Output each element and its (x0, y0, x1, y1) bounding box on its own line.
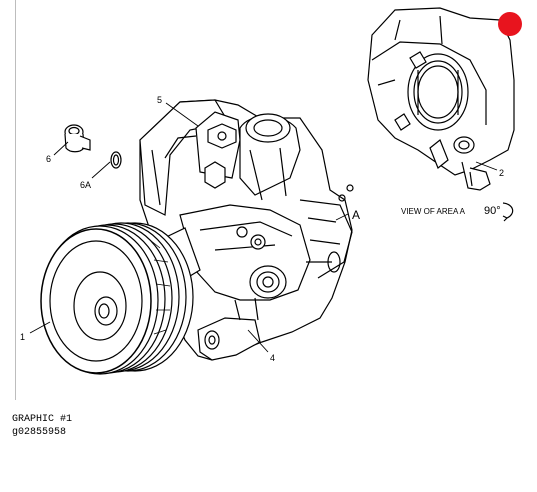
pump-assembly (40, 99, 354, 375)
lower-mount (197, 317, 261, 361)
rotation-label: 90° (484, 205, 501, 217)
callout-1: 1 (20, 332, 25, 342)
leader-5 (165, 102, 199, 127)
leader-area-a (335, 213, 349, 221)
graphic-id: g02855958 (12, 427, 67, 438)
detail-fitting (453, 136, 475, 154)
leader-4 (247, 329, 269, 353)
hex-nut (207, 123, 237, 149)
graphic-label: GRAPHIC #1 (12, 414, 73, 425)
leader-1 (29, 321, 51, 334)
seal-6a (110, 151, 122, 169)
view-caption: VIEW OF AREA A (401, 207, 466, 216)
leader-lines (29, 102, 349, 353)
leader-6a (91, 161, 111, 179)
callout-6a: 6A (80, 180, 91, 190)
detail-bore (407, 53, 469, 131)
leader-6 (53, 141, 69, 156)
plug-and-seal (64, 124, 122, 169)
inlet-port (249, 265, 287, 299)
detail-view-area-a (367, 7, 515, 191)
callout-4: 4 (270, 353, 275, 363)
rotation-arrow-icon (502, 202, 514, 222)
callout-labels: 1 4 5 6 6A A (20, 95, 360, 363)
red-marker-dot (498, 12, 522, 36)
pulley (40, 222, 194, 375)
callout-2: 2 (499, 168, 504, 178)
callout-5: 5 (157, 95, 162, 105)
leader-2 (475, 161, 498, 171)
callout-6: 6 (46, 154, 51, 164)
callout-area-a: A (352, 208, 360, 222)
